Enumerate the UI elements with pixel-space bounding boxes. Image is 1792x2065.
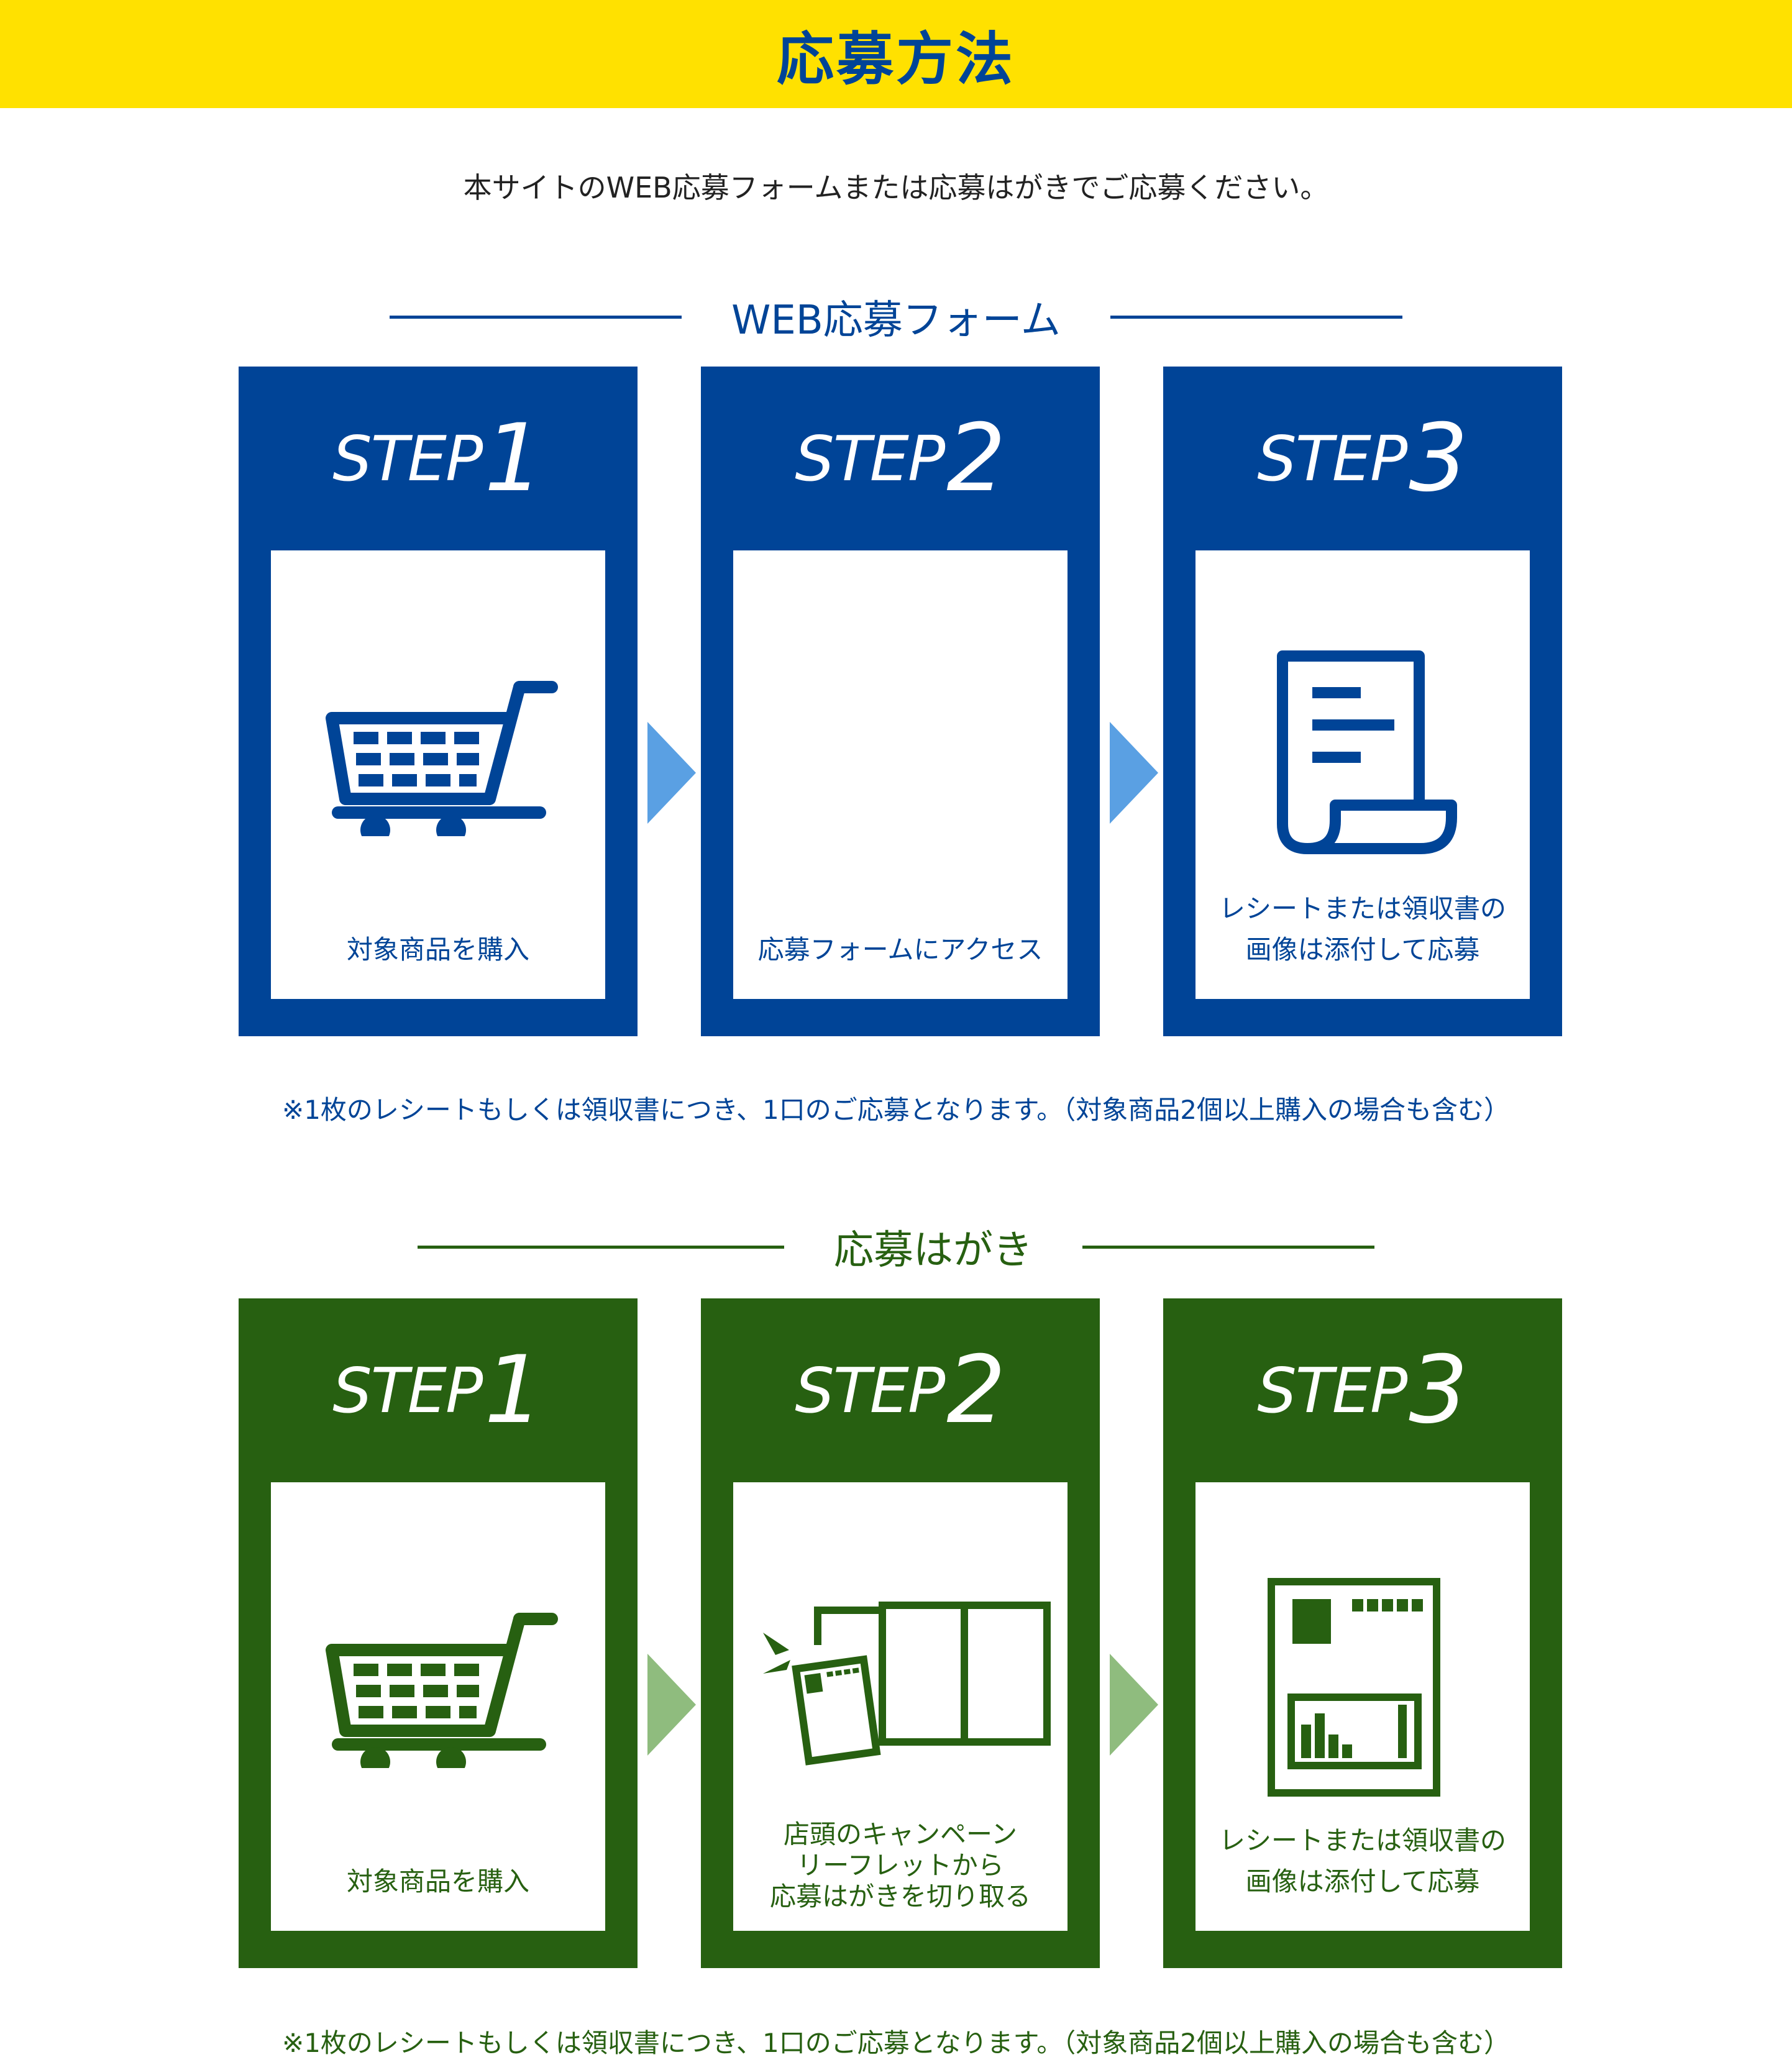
step-panel: レシートまたは領収書の 画像は添付して応募 [1195,1482,1530,1931]
step-number: 1 [484,404,544,513]
step-number: 3 [1409,1336,1468,1444]
heading-rule-right [1082,1245,1374,1249]
leaflet-postcard-icon [733,1600,1067,1771]
postcard-icon [1195,1575,1530,1802]
shopping-cart-icon [271,1607,605,1777]
step-panel: 対象商品を購入 [271,550,605,999]
postcard-section-title: 応募はがき [834,1228,1033,1274]
step-number: 2 [946,404,1006,513]
intro-text: 本サイトのWEB応募フォームまたは応募はがきでご応募ください。 [463,171,1329,204]
step-description: レシートまたは領収書の 画像は添付して応募 [1218,1825,1506,1897]
postcard-section-note: ※1枚のレシートもしくは領収書につき、1口のご応募となります。（対象商品2個以上… [282,2028,1510,2058]
step-word: STEP [795,1354,945,1427]
web-section-note: ※1枚のレシートもしくは領収書につき、1口のご応募となります。（対象商品2個以上… [282,1095,1510,1125]
postcard-section-heading: 応募はがき [0,1213,1792,1281]
page-title: 応募方法 [776,25,1015,93]
step-word: STEP [795,422,945,495]
next-arrow-icon [1110,722,1158,824]
step-panel: 応募フォームにアクセス [733,550,1067,999]
next-arrow-icon [647,722,696,824]
heading-rule-right [1110,315,1402,319]
web-section-title: WEB応募フォーム [731,298,1061,344]
shopping-cart-icon [271,675,605,845]
step-number: 2 [946,1336,1006,1444]
step-word: STEP [1257,1354,1407,1427]
step-description: 応募フォームにアクセス [757,934,1043,965]
step-number: 1 [484,1336,544,1444]
step-word: STEP [1257,422,1407,495]
step-description: 店頭のキャンペーン リーフレットから 応募はがきを切り取る [769,1819,1031,1912]
step-description: レシートまたは領収書の 画像は添付して応募 [1218,893,1506,965]
step-panel: 対象商品を購入 [271,1482,605,1931]
step-word: STEP [332,1354,483,1427]
next-arrow-icon [1110,1654,1158,1756]
step-word: STEP [332,422,483,495]
step-panel: レシートまたは領収書の 画像は添付して応募 [1195,550,1530,999]
step-description: 対象商品を購入 [346,1866,529,1897]
web-section-heading: WEB応募フォーム [0,283,1792,351]
step-number: 3 [1409,404,1468,513]
receipt-icon [1195,650,1530,864]
page-banner: 応募方法 [0,0,1792,108]
step-description: 対象商品を購入 [346,934,529,965]
heading-rule-left [390,315,682,319]
heading-rule-left [418,1245,784,1249]
next-arrow-icon [647,1654,696,1756]
step-panel: 店頭のキャンペーン リーフレットから 応募はがきを切り取る [733,1482,1067,1931]
